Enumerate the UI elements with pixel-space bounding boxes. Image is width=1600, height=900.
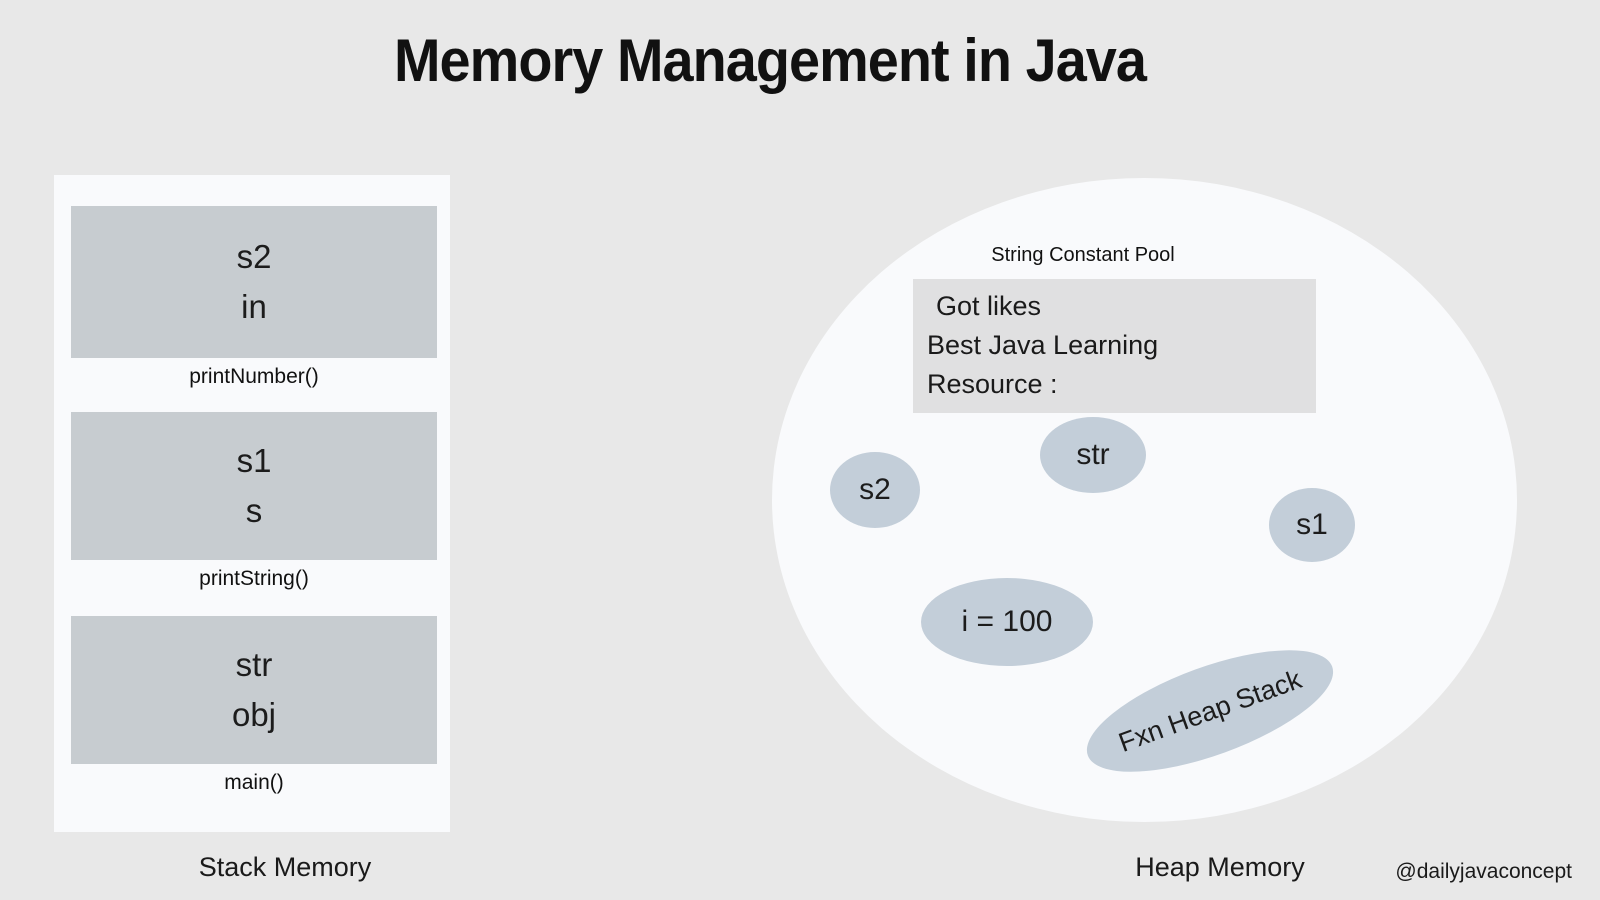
string-constant-pool-box: Got likes Best Java Learning Resource : bbox=[913, 279, 1316, 413]
stack-frame-box: s2 in bbox=[71, 206, 437, 358]
string-constant-pool-label: String Constant Pool bbox=[991, 244, 1175, 266]
pool-string-value: Resource : bbox=[927, 369, 1058, 399]
heap-object-s2: s2 bbox=[830, 452, 920, 528]
stack-frame-main: str obj main() bbox=[71, 616, 437, 795]
heap-object-label: s2 bbox=[859, 473, 891, 506]
heap-memory-caption: Heap Memory bbox=[1135, 852, 1305, 882]
pool-string-value: Best Java Learning bbox=[927, 330, 1159, 360]
heap-object-label: i = 100 bbox=[961, 605, 1053, 638]
stack-frame-label: printNumber() bbox=[189, 365, 319, 388]
heap-memory-circle: String Constant Pool Got likes Best Java… bbox=[772, 178, 1517, 822]
heap-object-i-100: i = 100 bbox=[921, 578, 1093, 666]
stack-frame-label: printString() bbox=[199, 567, 309, 590]
heap-object-str: str bbox=[1040, 417, 1146, 493]
pool-string-value: Got likes bbox=[936, 291, 1042, 321]
heap-object-label: str bbox=[1076, 438, 1110, 471]
stack-memory-panel: s2 in printNumber() s1 s printString() s… bbox=[54, 175, 450, 832]
heap-object-fxn-heap-stack: Fxn Heap Stack bbox=[1072, 625, 1348, 797]
stack-variable: s bbox=[245, 492, 263, 529]
stack-frame-box: str obj bbox=[71, 616, 437, 764]
stack-variable: obj bbox=[231, 696, 277, 733]
stack-variable: str bbox=[235, 645, 273, 683]
stack-memory-caption: Stack Memory bbox=[198, 852, 372, 882]
heap-object-label: s1 bbox=[1296, 508, 1328, 541]
page-title: Memory Management in Java bbox=[393, 27, 1147, 94]
stack-frame-printstring: s1 s printString() bbox=[71, 412, 437, 591]
stack-frame-printnumber: s2 in printNumber() bbox=[71, 206, 437, 389]
heap-object-label: Fxn Heap Stack bbox=[1114, 663, 1306, 758]
stack-frame-box: s1 s bbox=[71, 412, 437, 560]
heap-object-s1: s1 bbox=[1269, 488, 1355, 562]
stack-variable: s2 bbox=[236, 237, 272, 275]
stack-variable: s1 bbox=[236, 441, 272, 479]
stack-variable: in bbox=[241, 288, 267, 325]
stack-frame-label: main() bbox=[224, 771, 284, 794]
watermark-handle: @dailyjavaconcept bbox=[1395, 860, 1572, 883]
